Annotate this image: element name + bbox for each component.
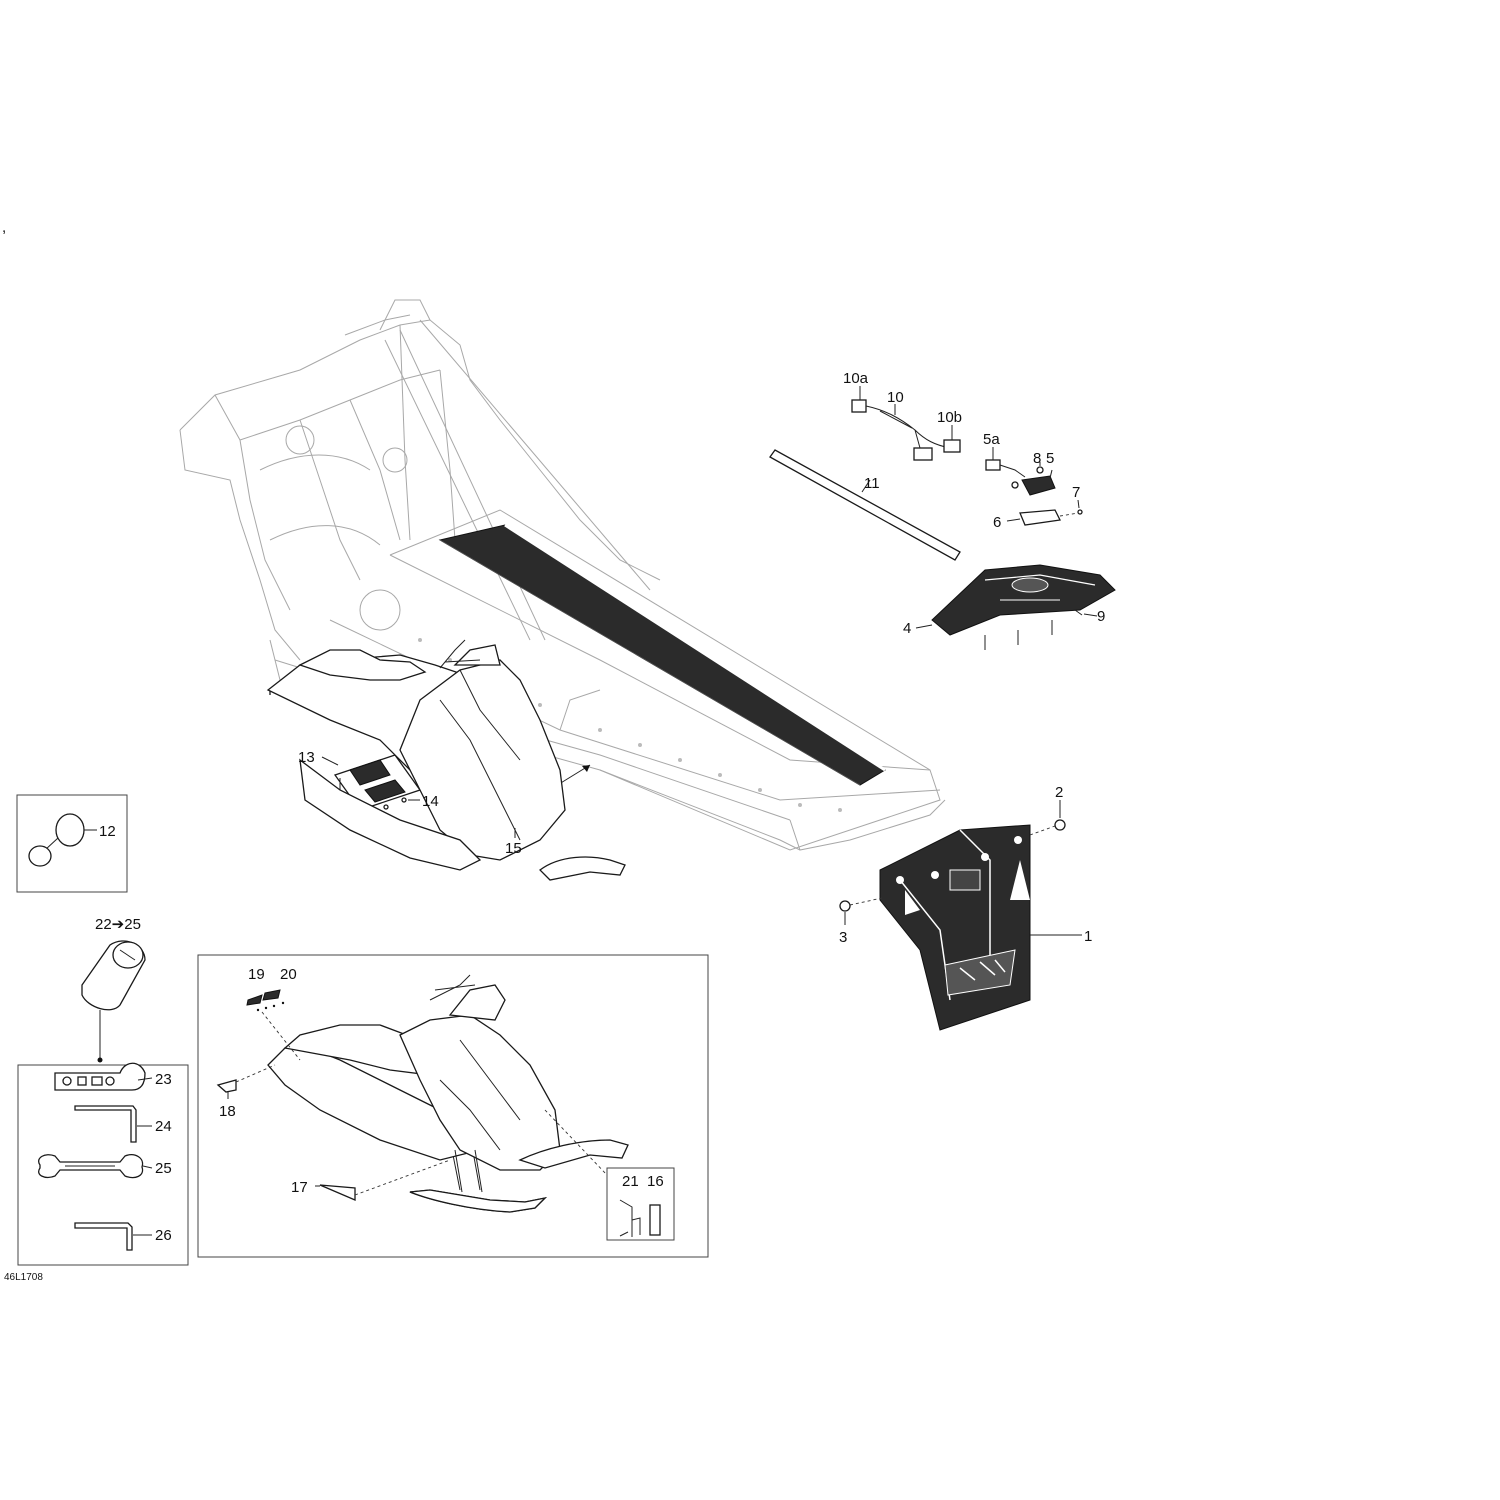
knob-part-12 [28, 813, 85, 867]
wiring-harness-part-10 [851, 399, 961, 461]
callout-1: 1 [1084, 928, 1092, 945]
callout-14: 14 [422, 793, 439, 810]
callout-5a: 5a [983, 431, 1000, 448]
decal-part-17 [319, 1184, 356, 1201]
stray-mark: , [2, 219, 6, 236]
rear-cover-part-4 [931, 564, 1116, 650]
callout-17: 17 [291, 1179, 308, 1196]
callout-3: 3 [839, 929, 847, 946]
decal-part-18 [216, 1079, 237, 1093]
tool-open-wrench-part-25 [38, 1154, 144, 1179]
decal-part-21 [619, 1199, 641, 1237]
callout-18: 18 [219, 1103, 236, 1120]
light-assembly-part-5 [985, 459, 1083, 526]
snow-flap-part-1 [879, 824, 1031, 1031]
tool-torx-key-part-26 [74, 1222, 133, 1251]
snowmobile-outline [266, 639, 626, 1213]
tool-hex-key-part-24 [74, 1105, 137, 1143]
callout-23: 23 [155, 1071, 172, 1088]
callout-12: 12 [99, 823, 116, 840]
callout-11: 11 [864, 475, 880, 492]
callout-5: 5 [1046, 450, 1054, 467]
tool-pouch-part-22 [81, 940, 146, 1063]
callout-9: 9 [1097, 608, 1105, 625]
decal-part-16 [649, 1204, 661, 1236]
callout-6: 6 [993, 514, 1001, 531]
decal-part-20 [256, 989, 285, 1012]
callout-19: 19 [248, 966, 265, 983]
step-plate-part-13 [333, 754, 422, 811]
chassis-frame [179, 299, 946, 851]
callout-10a: 10a [843, 370, 869, 387]
callout-16: 16 [647, 1173, 664, 1190]
callout-10b: 10b [937, 409, 962, 426]
callout-7: 7 [1072, 484, 1080, 501]
callout-15: 15 [505, 840, 522, 857]
callout-25: 25 [155, 1160, 172, 1177]
tool-wrench-part-23 [54, 1062, 146, 1091]
callout-13: 13 [298, 749, 315, 766]
decal-part-19 [246, 994, 263, 1006]
box-tool-kit [17, 1064, 189, 1266]
leader-lines [84, 386, 1098, 1236]
box-part-12 [16, 794, 128, 893]
callout-10: 10 [887, 389, 904, 406]
callout-26: 26 [155, 1227, 172, 1244]
callout-21: 21 [622, 1173, 639, 1190]
snowmobile-body [267, 974, 629, 1213]
box-decals-16-21 [606, 1167, 675, 1241]
box-decals [197, 954, 709, 1258]
callout-8: 8 [1033, 450, 1041, 467]
rail-strip-part-11 [769, 449, 961, 561]
callout-4: 4 [903, 620, 911, 637]
callout-22-25: 22➔25 [95, 916, 141, 933]
callout-labels: 10a 10 10b 5a 8 5 7 6 11 4 9 2 3 1 13 14… [95, 370, 1105, 1244]
callout-2: 2 [1055, 784, 1063, 801]
callout-24: 24 [155, 1118, 172, 1135]
callout-20: 20 [280, 966, 297, 983]
reference-code: 46L1708 [4, 1272, 43, 1283]
